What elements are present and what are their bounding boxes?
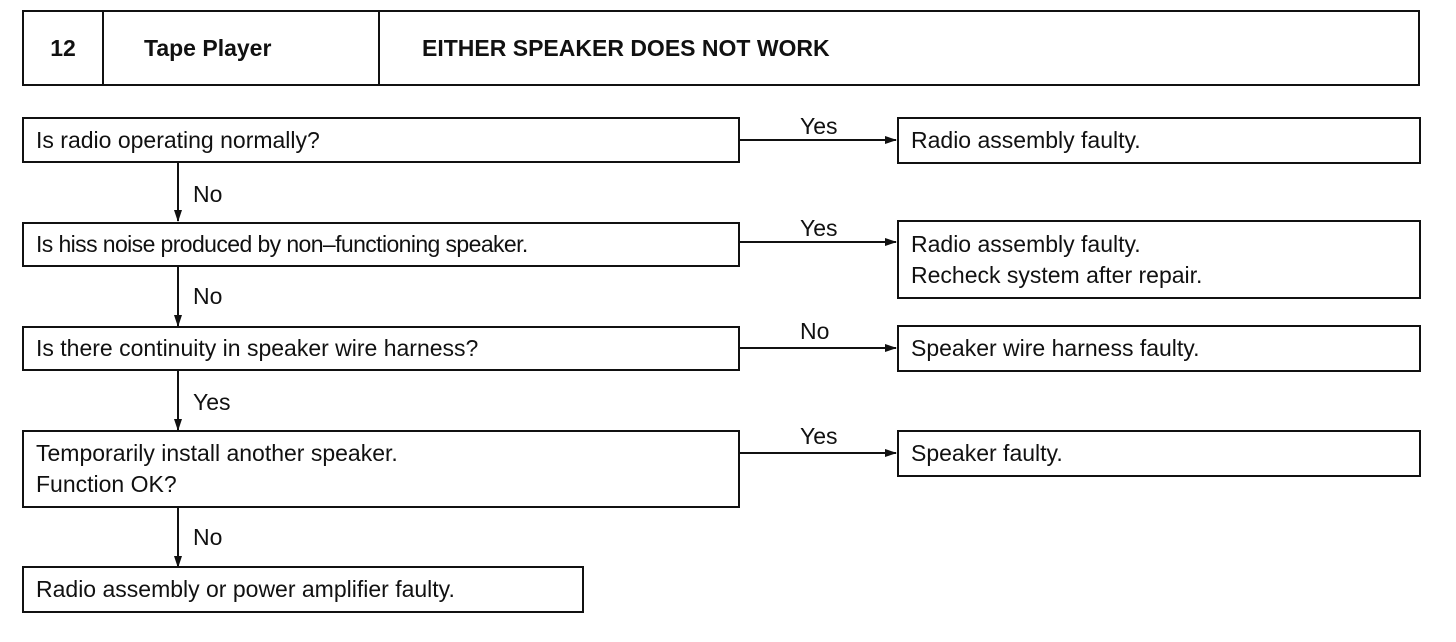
down-label-1: No <box>193 181 223 207</box>
result-box-1: Radio assembly faulty. <box>897 117 1421 164</box>
result-text: Radio assembly faulty. <box>911 127 1141 153</box>
result-box-3: Speaker wire harness faulty. <box>897 325 1421 372</box>
result-text: Recheck system after repair. <box>911 261 1203 288</box>
question-text: Is there continuity in speaker wire harn… <box>36 335 479 361</box>
question-text: Is hiss noise produced by non–functionin… <box>36 231 528 257</box>
result-text: Radio assembly faulty. <box>911 230 1141 257</box>
question-box-2: Is hiss noise produced by non–functionin… <box>22 222 740 267</box>
question-text: Function OK? <box>36 471 177 497</box>
final-result-box: Radio assembly or power amplifier faulty… <box>22 566 584 613</box>
question-text: Is radio operating normally? <box>36 126 320 153</box>
result-text: Speaker faulty. <box>911 440 1063 466</box>
down-label-2: No <box>193 283 223 309</box>
question-box-4: Temporarily install another speaker. Fun… <box>22 430 740 508</box>
result-box-2: Radio assembly faulty. Recheck system af… <box>897 220 1421 299</box>
title-bar: 12 Tape Player EITHER SPEAKER DOES NOT W… <box>22 10 1420 86</box>
question-text: Temporarily install another speaker. <box>36 440 398 466</box>
question-box-3: Is there continuity in speaker wire harn… <box>22 326 740 371</box>
down-label-4: No <box>193 524 223 550</box>
down-label-3: Yes <box>193 389 231 415</box>
final-result-text: Radio assembly or power amplifier faulty… <box>36 576 455 602</box>
branch-label-3: No <box>800 318 830 344</box>
section-number: 12 <box>24 12 104 84</box>
problem-title: EITHER SPEAKER DOES NOT WORK <box>422 34 830 61</box>
branch-label-1: Yes <box>800 113 838 139</box>
question-box-1: Is radio operating normally? <box>22 117 740 163</box>
branch-label-2: Yes <box>800 215 838 241</box>
system-name: Tape Player <box>104 12 380 84</box>
result-box-4: Speaker faulty. <box>897 430 1421 477</box>
branch-label-4: Yes <box>800 423 838 449</box>
result-text: Speaker wire harness faulty. <box>911 335 1200 361</box>
